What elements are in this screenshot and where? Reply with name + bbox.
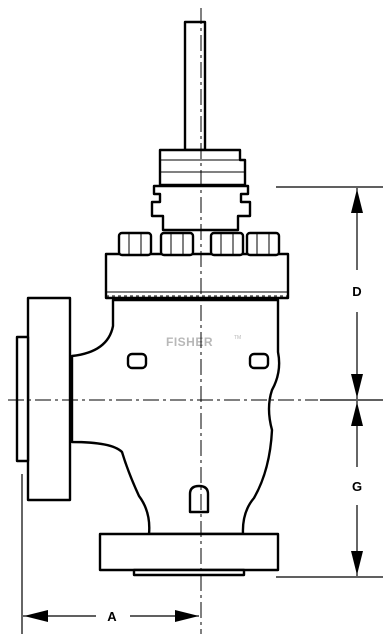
packing-nut bbox=[158, 148, 247, 187]
body-port-right bbox=[248, 352, 270, 370]
inlet-flange bbox=[26, 296, 72, 502]
brand-trademark: TM bbox=[234, 335, 241, 341]
valve-stem bbox=[183, 20, 207, 152]
dimension-label-g: G bbox=[352, 479, 362, 494]
bonnet-bolts bbox=[117, 231, 281, 257]
body-port-left bbox=[126, 352, 148, 370]
dimension-d: D bbox=[351, 188, 363, 399]
dimension-a: A bbox=[21, 474, 199, 634]
brand-mark: FISHER bbox=[166, 335, 213, 349]
dimension-label-d: D bbox=[352, 284, 361, 299]
outlet-flange bbox=[98, 532, 280, 572]
dimension-g: G bbox=[351, 401, 363, 576]
dimension-label-a: A bbox=[107, 609, 117, 624]
body-port-bottom bbox=[188, 484, 210, 514]
bonnet-flange bbox=[104, 252, 290, 300]
inlet-flange-face bbox=[15, 335, 30, 463]
outlet-flange-face bbox=[132, 568, 246, 577]
